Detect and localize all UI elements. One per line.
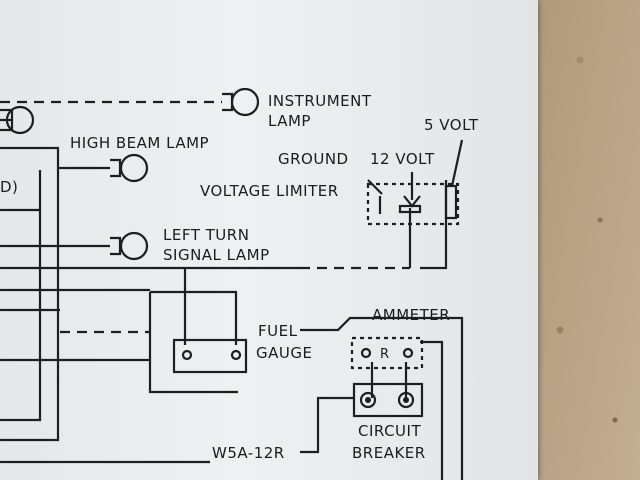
high-beam-lamp-symbol (110, 153, 149, 183)
wires (0, 100, 464, 480)
breaker-wire (300, 396, 355, 454)
instrument-lamp-symbol (222, 87, 260, 117)
instrument-lamp-label: LAMP (268, 112, 311, 130)
five-volt-label: 5 VOLT (424, 116, 479, 134)
diagram-labels: INSTRUMENT LAMP HIGH BEAM LAMP 5 VOLT GR… (0, 92, 479, 462)
fuel-label: FUEL (258, 322, 298, 340)
gauge-loop-wire (148, 292, 238, 394)
ammeter-wire (300, 316, 464, 480)
breaker-label: BREAKER (352, 444, 426, 462)
left-turn-label: LEFT TURN (163, 226, 249, 244)
high-beam-wire (0, 146, 60, 442)
left-lamp-symbol (0, 105, 35, 135)
ground-label: GROUND (278, 150, 349, 168)
ammeter-label: AMMETER (372, 306, 450, 324)
ammeter-r-label: R (380, 347, 390, 362)
twelve-volt-label: 12 VOLT (370, 150, 435, 168)
ammeter-right-wire (420, 340, 444, 480)
voltage-limiter-box (366, 172, 460, 226)
five-volt-lead (450, 139, 464, 187)
left-turn-lamp-symbol (110, 231, 149, 261)
instrument-label: INSTRUMENT (268, 92, 372, 110)
wire-code-label: W5A-12R (212, 444, 285, 462)
schematic-paper (0, 0, 538, 480)
gauge-label: GAUGE (256, 344, 312, 362)
high-beam-label: HIGH BEAM LAMP (70, 134, 209, 152)
fuel-gauge-symbol (172, 338, 248, 374)
bus-line (0, 170, 42, 422)
edge-fragment-label: D) (0, 178, 18, 196)
circuit-label: CIRCUIT (358, 422, 421, 440)
gauge-right-wire (150, 290, 238, 345)
signal-lamp-label: SIGNAL LAMP (163, 246, 270, 264)
circuit-breaker-symbol (352, 382, 424, 418)
voltage-limiter-label: VOLTAGE LIMITER (200, 182, 339, 200)
ammeter-symbol (350, 336, 424, 370)
